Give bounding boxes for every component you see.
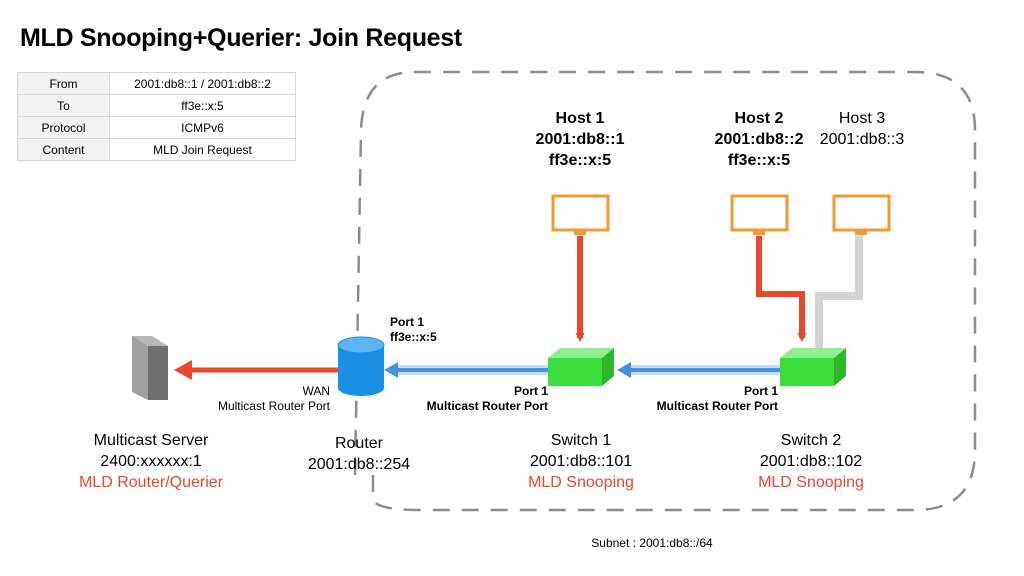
table-key: Protocol — [17, 116, 110, 139]
switch2-port-desc: Multicast Router Port — [656, 399, 778, 413]
router-port-name: Port 1 — [390, 315, 425, 329]
host2-name: Host 2 — [734, 110, 784, 127]
switch1-role: MLD Snooping — [528, 474, 634, 491]
host1-group: ff3e::x:5 — [548, 152, 612, 169]
arrow-to-switch1-icon — [617, 362, 631, 378]
table-row: From 2001:db8::1 / 2001:db8::2 — [17, 72, 296, 95]
table-value: 2001:db8::1 / 2001:db8::2 — [109, 72, 296, 95]
router-address: 2001:db8::254 — [307, 456, 411, 473]
switch2-port-label: Port 1 Multicast Router Port — [657, 384, 778, 414]
switch2-label: Switch 2 2001:db8::102 MLD Snooping — [758, 430, 864, 493]
wan-port: Multicast Router Port — [217, 399, 330, 413]
join-path-host2 — [756, 236, 807, 342]
host2-monitor-icon — [730, 194, 789, 235]
switch1-port-name: Port 1 — [513, 384, 548, 398]
switch2-port-name: Port 1 — [743, 384, 778, 398]
switch2-address: 2001:db8::102 — [759, 453, 863, 470]
host3-label: Host 3 2001:db8::3 — [820, 108, 905, 150]
router-port-group: ff3e::x:5 — [390, 330, 437, 344]
switch2-name: Switch 2 — [780, 432, 842, 449]
switch1-address: 2001:db8::101 — [529, 453, 633, 470]
host2-label: Host 2 2001:db8::2 ff3e::x:5 — [715, 108, 804, 171]
switch1-icon — [548, 348, 614, 386]
router-port-label: Port 1 ff3e::x:5 — [390, 315, 437, 345]
arrow-to-server-icon — [174, 360, 192, 380]
arrow-to-router-icon — [384, 362, 398, 378]
server-icon — [132, 336, 168, 400]
idle-link-host3 — [815, 236, 863, 350]
switch1-port-label: Port 1 Multicast Router Port — [427, 384, 548, 414]
table-value: MLD Join Request — [109, 138, 296, 161]
switch2-role: MLD Snooping — [758, 474, 864, 491]
server-name: Multicast Server — [93, 432, 209, 449]
host1-label: Host 1 2001:db8::1 ff3e::x:5 — [536, 108, 625, 171]
table-value: ICMPv6 — [109, 116, 296, 139]
switch2-icon — [780, 348, 846, 386]
table-row: Content MLD Join Request — [17, 138, 296, 161]
router-icon — [337, 336, 385, 396]
packet-info-table: From 2001:db8::1 / 2001:db8::2 To ff3e::… — [17, 72, 296, 161]
wan-name: WAN — [302, 384, 330, 398]
switch1-name: Switch 1 — [550, 432, 612, 449]
router-name: Router — [334, 435, 384, 452]
host3-name: Host 3 — [838, 110, 886, 127]
host1-monitor-icon — [551, 194, 610, 235]
server-address: 2400:xxxxxx:1 — [100, 453, 202, 470]
router-label: Router 2001:db8::254 — [308, 433, 410, 475]
host1-name: Host 1 — [555, 110, 605, 127]
server-label: Multicast Server 2400:xxxxxx:1 MLD Route… — [79, 430, 223, 493]
page-title: MLD Snooping+Querier: Join Request — [20, 24, 462, 52]
switch1-label: Switch 1 2001:db8::101 MLD Snooping — [528, 430, 634, 493]
host2-address: 2001:db8::2 — [714, 131, 804, 148]
server-role: MLD Router/Querier — [78, 474, 224, 491]
host3-address: 2001:db8::3 — [819, 131, 905, 148]
switch1-port-desc: Multicast Router Port — [426, 399, 548, 413]
subnet-label: Subnet : 2001:db8::/64 — [591, 536, 713, 550]
subnet-boundary — [353, 70, 977, 512]
host3-monitor-icon — [832, 194, 891, 235]
table-row: Protocol ICMPv6 — [17, 116, 296, 139]
router-wan-label: WAN Multicast Router Port — [218, 384, 330, 414]
host2-group: ff3e::x:5 — [727, 152, 791, 169]
host1-address: 2001:db8::1 — [535, 131, 625, 148]
table-key: Content — [17, 138, 110, 161]
